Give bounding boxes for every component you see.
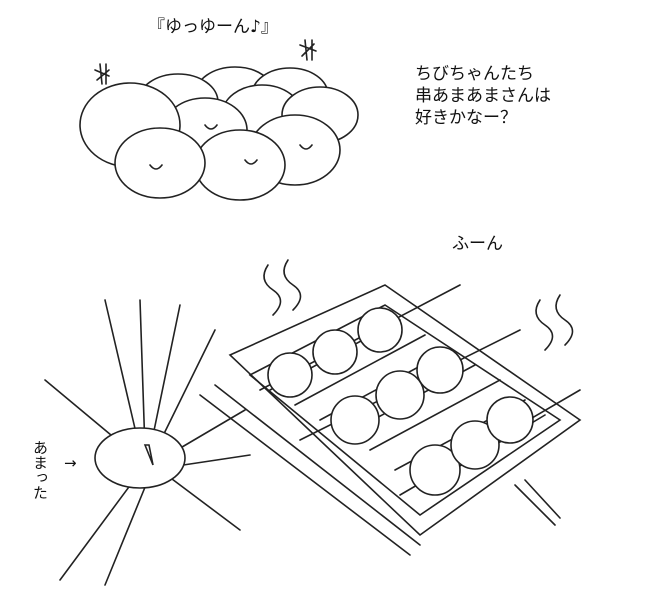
shout-text: 『ゆっゆーん♪』 (148, 17, 278, 37)
yukkuri-crowd (79, 66, 359, 201)
skewers (259, 284, 581, 496)
arrow-icon: → (64, 454, 77, 472)
sparkle-marks (94, 39, 317, 85)
speech-text: ちびちゃんたち 串あまあまさんは 好きかなー？ (415, 64, 551, 128)
leftover-yukkuri (44, 299, 251, 586)
hmm-text: ふーん (452, 234, 503, 254)
leftover-text: あまった (31, 440, 49, 500)
